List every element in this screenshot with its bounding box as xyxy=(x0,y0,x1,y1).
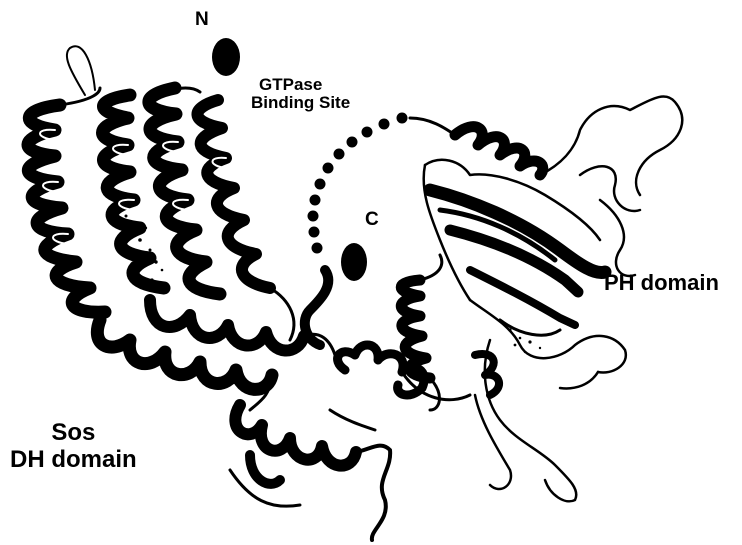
gtpase-label-line1: GTPase xyxy=(251,76,350,94)
ph-domain-ribbon xyxy=(410,97,682,502)
sos-label-line1: Sos xyxy=(10,420,137,447)
ph-domain-label: PH domain xyxy=(604,271,719,294)
dotted-linker xyxy=(308,113,408,254)
sos-label-line2: DH domain xyxy=(10,447,137,474)
gtpase-label-line2: Binding Site xyxy=(251,94,350,112)
c-terminus-marker xyxy=(341,243,367,281)
sos-dh-domain-label: Sos DH domain xyxy=(10,420,137,474)
gtpase-binding-site-label: GTPase Binding Site xyxy=(251,76,350,112)
linker-helices xyxy=(305,255,470,410)
n-terminus-marker xyxy=(212,38,240,76)
c-terminus-label: C xyxy=(365,210,379,230)
n-terminus-label: N xyxy=(195,10,209,30)
